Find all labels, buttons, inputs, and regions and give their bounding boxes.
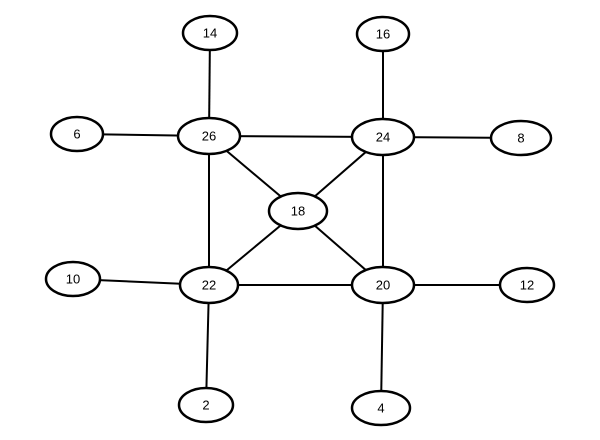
edge-n20-n4 [380, 284, 384, 409]
node-label: 14 [203, 26, 217, 41]
node-ellipse [176, 116, 242, 156]
node-ellipse [350, 389, 412, 427]
node-20: 20 [350, 265, 416, 305]
node-label: 2 [202, 398, 209, 413]
node-label: 22 [202, 278, 216, 293]
node-ellipse [177, 386, 235, 424]
node-ellipse [498, 266, 556, 304]
node-2: 2 [177, 386, 235, 424]
node-label: 26 [202, 129, 216, 144]
node-8: 8 [489, 119, 553, 157]
node-label: 16 [376, 27, 390, 42]
node-label: 12 [520, 278, 534, 293]
node-ellipse [181, 14, 239, 52]
node-ellipse [178, 265, 240, 305]
node-4: 4 [350, 389, 412, 427]
node-label: 10 [66, 272, 80, 287]
node-14: 14 [181, 14, 239, 52]
node-ellipse [350, 265, 416, 305]
node-ellipse [49, 115, 105, 153]
node-26: 26 [176, 116, 242, 156]
node-label: 8 [517, 131, 524, 146]
node-10: 10 [44, 260, 102, 298]
node-18: 18 [267, 191, 329, 231]
node-6: 6 [49, 115, 105, 153]
node-ellipse [355, 15, 411, 53]
node-ellipse [267, 191, 329, 231]
edge-n22-n2 [205, 284, 210, 406]
node-ellipse [44, 260, 102, 298]
node-label: 24 [376, 130, 390, 145]
node-12: 12 [498, 266, 556, 304]
node-label: 18 [291, 204, 305, 219]
node-22: 22 [178, 265, 240, 305]
node-label: 20 [376, 278, 390, 293]
node-ellipse [350, 117, 416, 157]
node-ellipse [489, 119, 553, 157]
node-label: 4 [377, 401, 384, 416]
node-label: 6 [73, 127, 80, 142]
node-16: 16 [355, 15, 411, 53]
node-24: 24 [350, 117, 416, 157]
